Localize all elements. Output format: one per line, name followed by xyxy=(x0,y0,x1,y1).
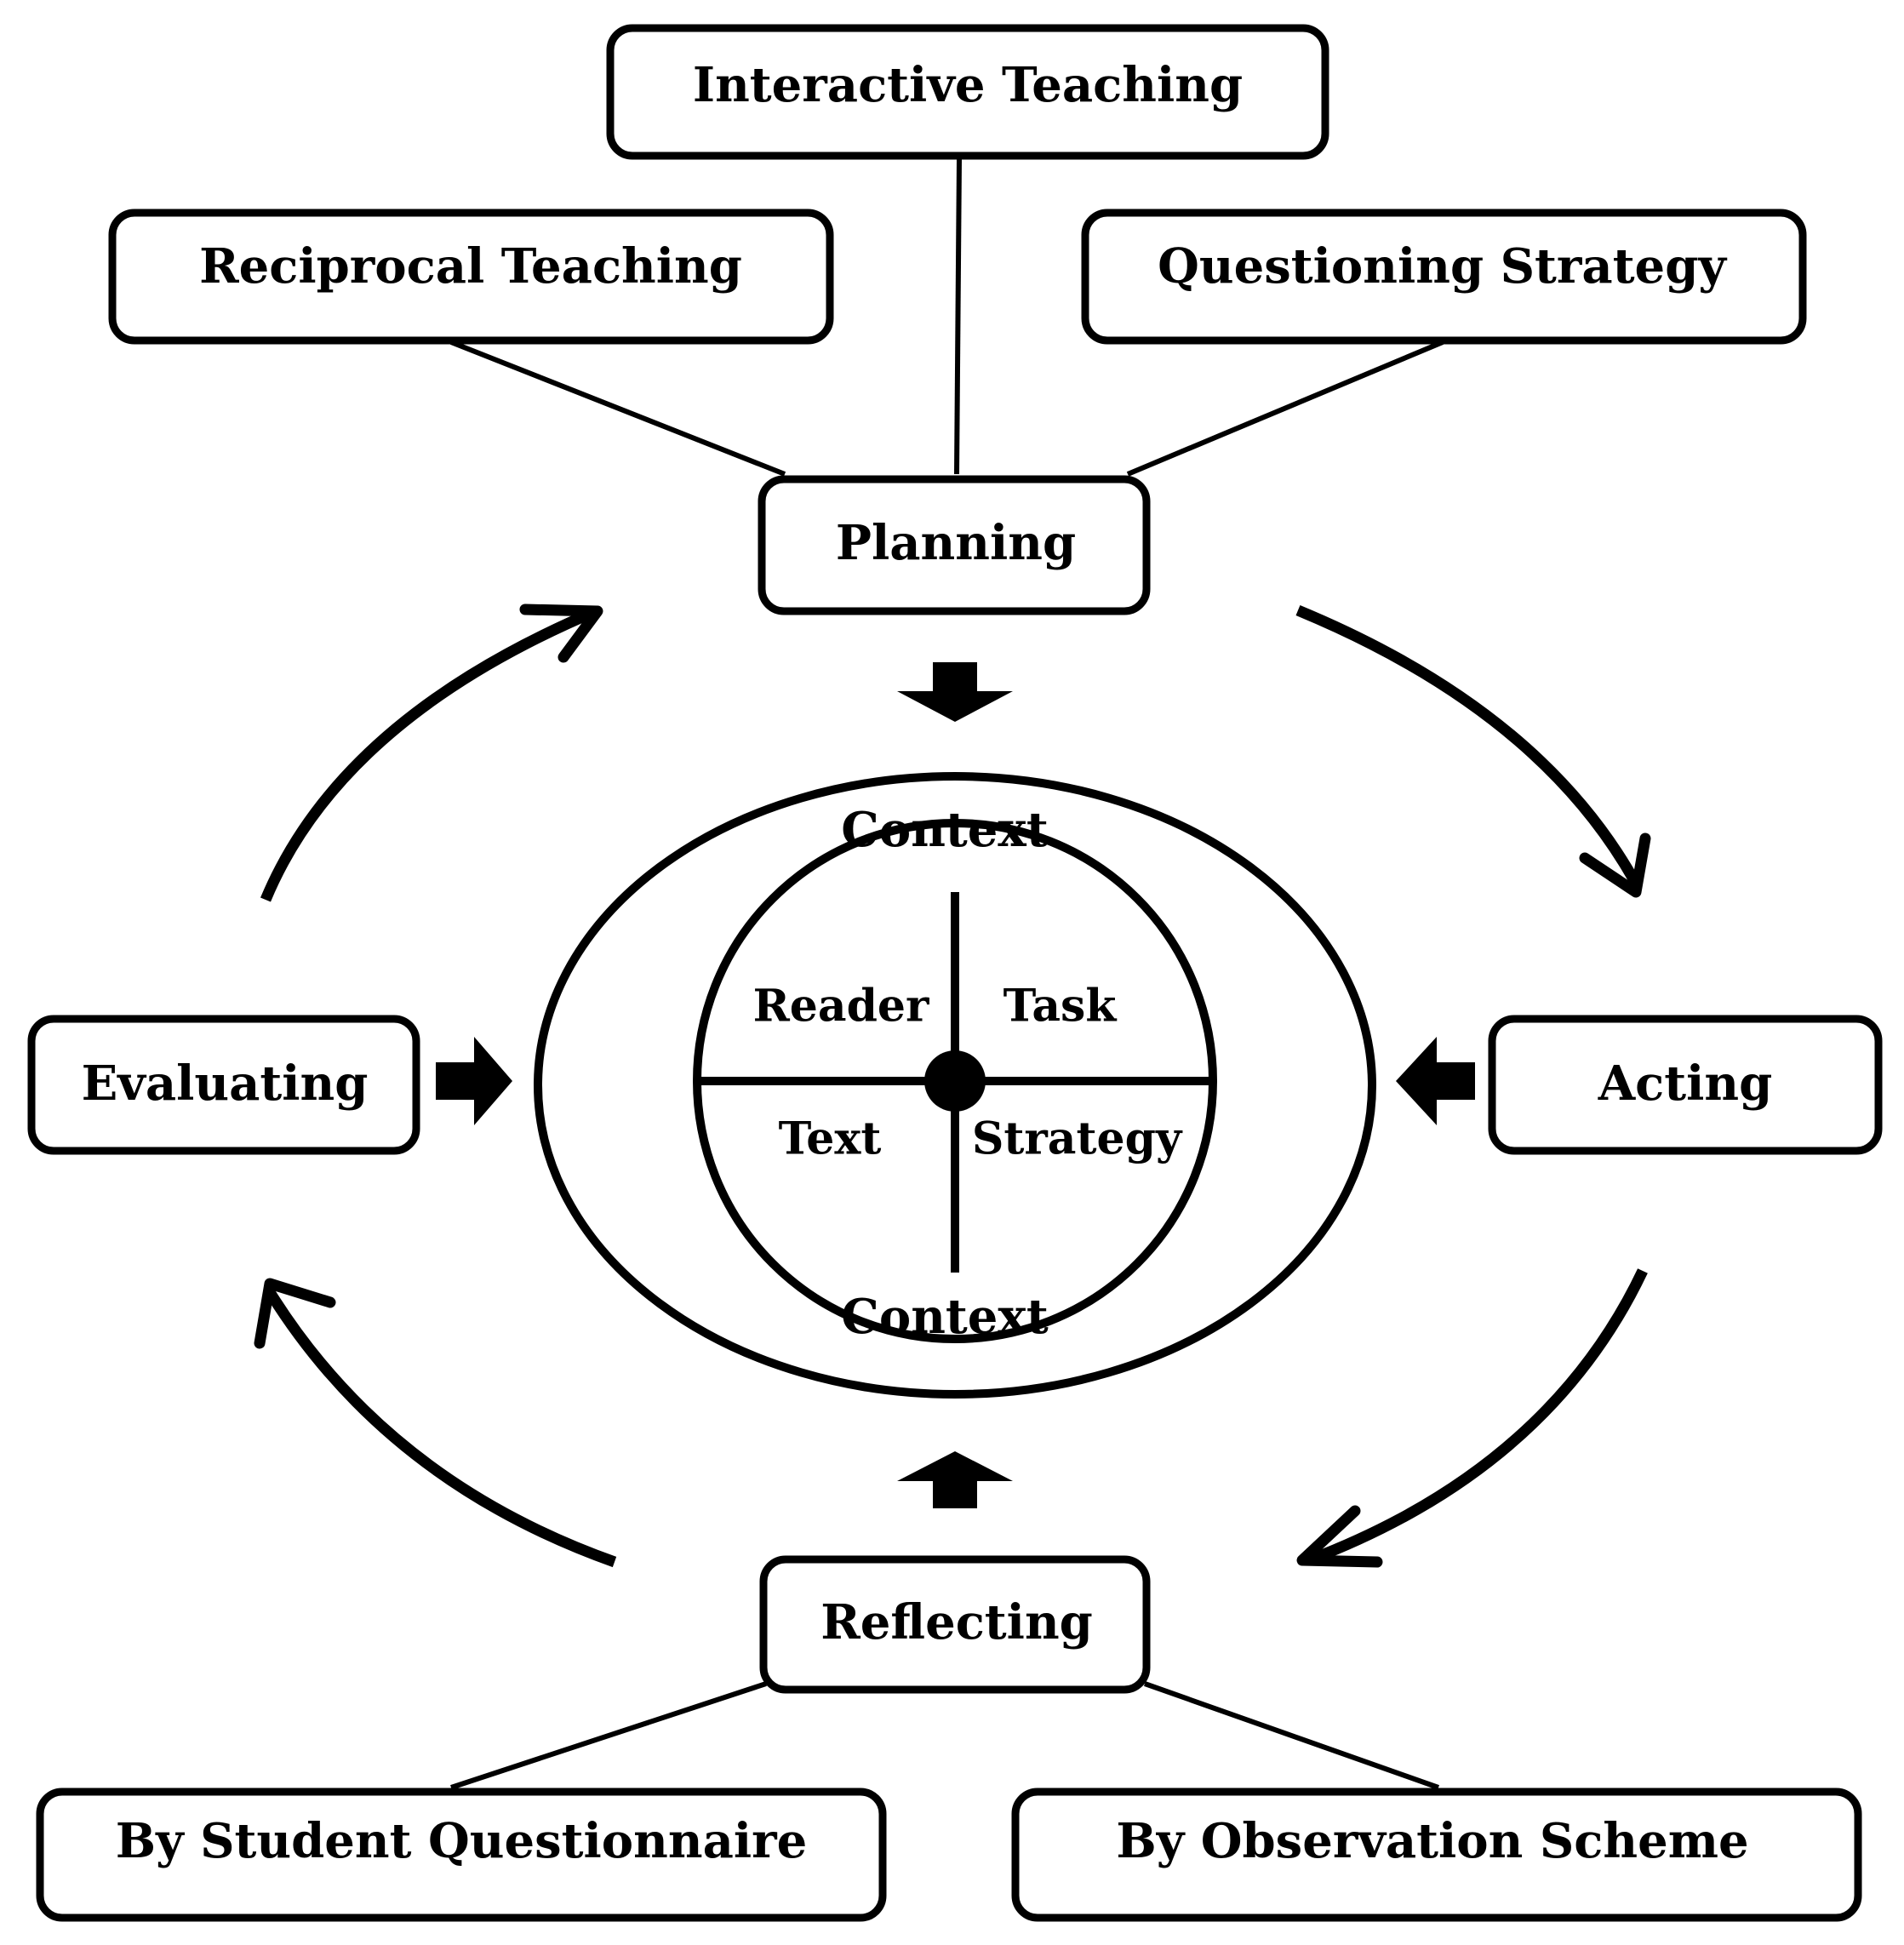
connector-reciprocal-planning xyxy=(449,340,786,477)
strategy-label: Strategy xyxy=(972,1113,1183,1165)
right-block-arrow xyxy=(436,1037,512,1125)
reader-label: Reader xyxy=(753,981,929,1033)
student-questionnaire-label: By Student Questionnaire xyxy=(116,1813,808,1869)
connector-questioning-planning xyxy=(1126,340,1444,477)
down-block-arrow xyxy=(897,662,1013,722)
arrow-acting-to-reflecting xyxy=(1296,1268,1648,1568)
context-bottom-label: Context xyxy=(841,1289,1049,1345)
arrow-evaluating-to-planning xyxy=(260,604,603,902)
connector-reflecting-questionnaire xyxy=(450,1681,767,1790)
reciprocal-teaching-box: Reciprocal Teaching xyxy=(108,209,834,345)
connector-reflecting-observation xyxy=(1143,1681,1440,1790)
arrow-reflecting-to-evaluating xyxy=(254,1278,617,1568)
reflecting-label: Reflecting xyxy=(820,1594,1093,1650)
observation-scheme-label: By Observation Scheme xyxy=(1116,1813,1748,1869)
reciprocal-teaching-label: Reciprocal Teaching xyxy=(199,238,742,295)
context-top-label: Context xyxy=(841,802,1049,858)
planning-label: Planning xyxy=(836,515,1076,571)
left-block-arrow xyxy=(1396,1037,1475,1125)
up-block-arrow xyxy=(897,1451,1013,1508)
center-dot xyxy=(924,1050,986,1112)
planning-connectors xyxy=(449,157,1444,477)
evaluating-box: Evaluating xyxy=(27,1015,420,1155)
acting-box: Acting xyxy=(1488,1015,1883,1155)
connector-interactive-planning xyxy=(954,157,962,475)
task-label: Task xyxy=(1003,981,1118,1033)
questioning-strategy-label: Questioning Strategy xyxy=(1158,238,1727,295)
context-model: Context Context Reader Task Text Strateg… xyxy=(534,772,1376,1399)
planning-box: Planning xyxy=(758,475,1151,615)
interactive-teaching-box: Interactive Teaching xyxy=(606,24,1329,160)
reflecting-box: Reflecting xyxy=(759,1555,1151,1694)
interactive-teaching-label: Interactive Teaching xyxy=(693,57,1243,113)
inner-circle xyxy=(693,819,1217,1343)
text-label: Text xyxy=(779,1113,882,1165)
arrow-planning-to-acting xyxy=(1295,604,1651,898)
observation-scheme-box: By Observation Scheme xyxy=(1011,1788,1862,1922)
acting-label: Acting xyxy=(1598,1055,1773,1112)
context-outer-circle xyxy=(534,772,1376,1399)
student-questionnaire-box: By Student Questionnaire xyxy=(36,1788,887,1922)
evaluating-label: Evaluating xyxy=(82,1055,369,1112)
reflecting-connectors xyxy=(450,1681,1440,1790)
questioning-strategy-box: Questioning Strategy xyxy=(1081,209,1807,345)
